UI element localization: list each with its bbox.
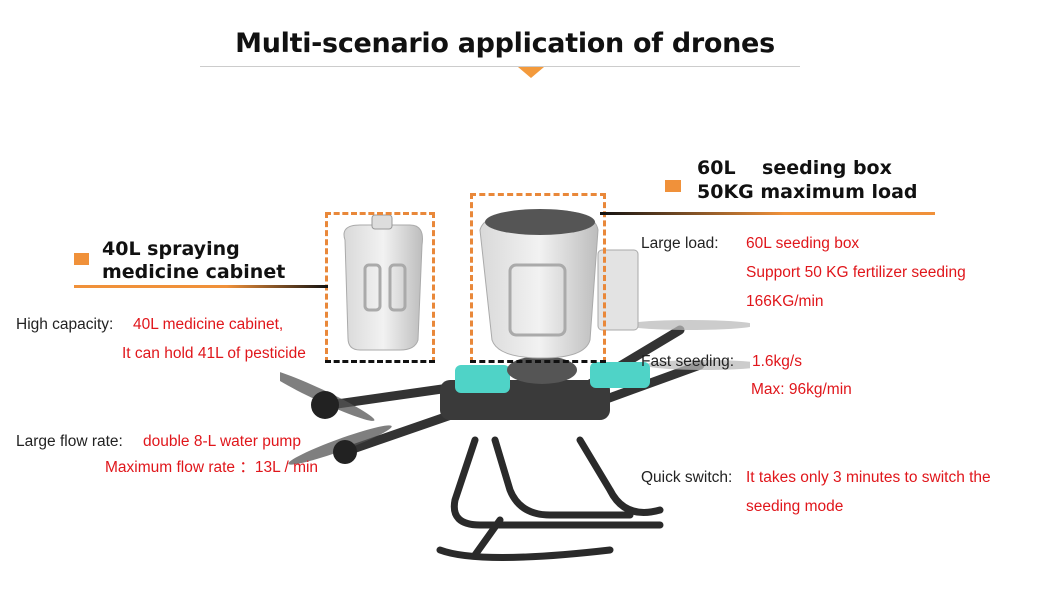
page-title: Multi-scenario application of drones xyxy=(235,28,775,59)
spec-label: High capacity: xyxy=(16,316,114,333)
spec-value: 1.6kg/s xyxy=(752,353,802,370)
spec-value: Max: 96kg/min xyxy=(751,381,852,398)
right-heading-line-1: 60L seeding box xyxy=(697,157,892,179)
spec-value: seeding mode xyxy=(746,498,844,515)
bullet-square-icon xyxy=(74,253,89,265)
spec-value: It can hold 41L of pesticide xyxy=(122,345,306,362)
bullet-square-icon xyxy=(665,180,681,192)
left-heading-underline xyxy=(74,285,328,288)
spec-value: Maximum flow rate ：13L / min xyxy=(105,459,319,476)
seeding-box-highlight-box xyxy=(470,193,606,363)
title-divider xyxy=(200,66,800,67)
spec-value: Support 50 KG fertilizer seeding xyxy=(746,264,966,281)
spray-box-bottom-line xyxy=(325,360,435,363)
drone-image xyxy=(280,209,750,561)
seeding-box-bottom-line xyxy=(470,360,606,363)
right-heading-line-2: 50KG maximum load xyxy=(697,181,918,203)
spray-tank-highlight-box xyxy=(325,212,435,363)
spec-value: It takes only 3 minutes to switch the xyxy=(746,469,991,486)
spec-label: Fast seeding: xyxy=(641,353,735,370)
spec-value: 60L seeding box xyxy=(746,235,860,252)
spec-label: Quick switch: xyxy=(641,469,733,486)
right-heading-underline xyxy=(600,212,935,215)
spec-value: 166KG/min xyxy=(746,293,824,310)
teal-module-left xyxy=(455,365,510,393)
left-heading-line-2: medicine cabinet xyxy=(102,261,286,283)
spec-label: Large flow rate: xyxy=(16,433,123,450)
spec-value: 40L medicine cabinet, xyxy=(133,316,284,333)
left-heading-line-1: 40L spraying xyxy=(102,238,240,260)
title-pointer-icon xyxy=(518,67,544,78)
spec-value: double 8-L water pump xyxy=(143,433,301,450)
spec-label: Large load: xyxy=(641,235,719,252)
teal-module-right xyxy=(590,362,650,388)
